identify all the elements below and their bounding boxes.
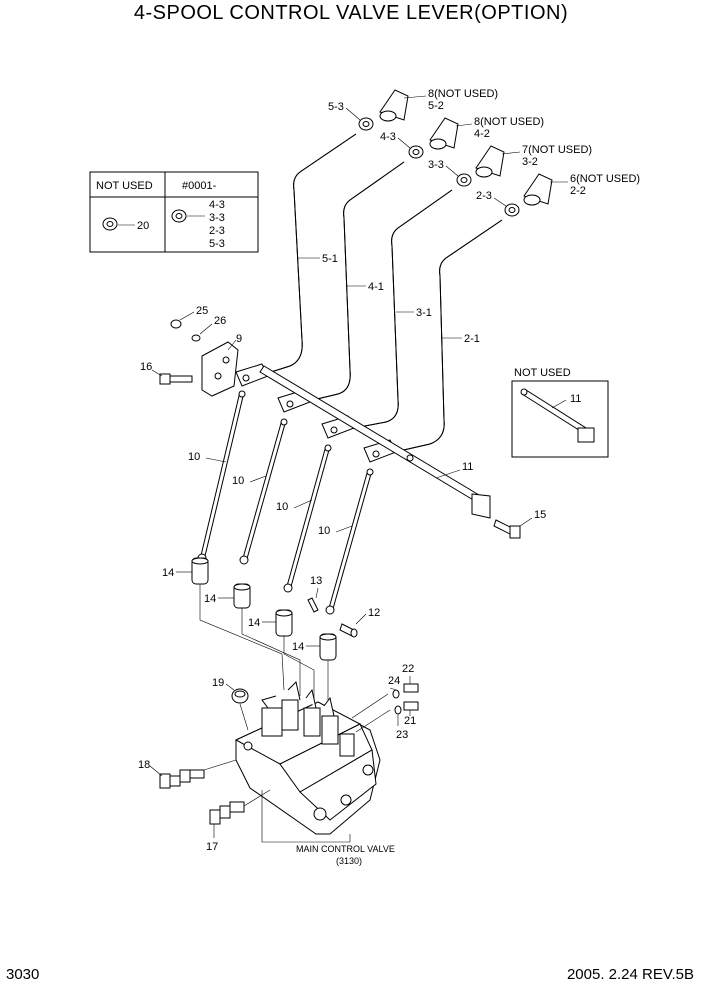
lever-shaft-icon [520,388,595,443]
rod-10-d [325,468,374,615]
o-ring-24 [392,689,400,699]
label-19: 19 [212,677,224,689]
legend-part-2-3: 2-3 [209,225,225,237]
not-used-part-11: 11 [570,393,581,405]
fitting-22 [403,683,419,693]
legend-part-5-3: 5-3 [209,238,225,250]
cap-19 [231,688,249,704]
knob-4-2 [429,117,459,150]
knob-2-2 [523,173,553,206]
label-10-a: 10 [188,451,200,463]
lever-5-1 [251,133,357,379]
label-15: 15 [534,509,546,521]
rod-10-b [239,418,288,565]
nut-icon [102,217,118,231]
boot-14-d [319,633,337,661]
label-9: 9 [236,333,242,345]
lever-3-1 [343,189,453,431]
label-11: 11 [462,461,473,473]
label-24: 24 [388,675,400,687]
label-18: 18 [138,759,150,771]
label-14-c: 14 [248,617,260,629]
label-5-1: 5-1 [322,253,338,265]
bolt-16 [159,373,193,385]
fitting-21 [403,701,419,711]
label-7-not-used: 7(NOT USED) [522,144,592,156]
lever-shaft-11 [259,365,491,519]
o-ring-23 [394,705,402,715]
label-14-d: 14 [292,641,304,653]
label-2-1: 2-1 [464,333,480,345]
label-8-not-used-b: 8(NOT USED) [474,116,544,128]
knob-3-2 [475,145,505,178]
label-8-not-used-a: 8(NOT USED) [428,88,498,100]
label-6-not-used: 6(NOT USED) [570,173,640,185]
diagram-title: 4-SPOOL CONTROL VALVE LEVER(OPTION) [133,2,569,24]
label-10-c: 10 [276,501,288,513]
main-valve-ref: (3130) [336,856,362,866]
main-valve-label: MAIN CONTROL VALVE [296,844,395,854]
nut-25 [170,319,182,329]
main-control-valve [234,681,381,835]
nut-icon [171,209,187,223]
label-23: 23 [396,729,408,741]
label-26: 26 [214,315,226,327]
boot-14-b [233,583,251,609]
nut-4-3 [408,145,424,159]
legend-col1-header: NOT USED [96,180,153,192]
page-number: 3030 [6,966,40,983]
label-3-1: 3-1 [416,307,432,319]
lever-4-1 [295,161,405,405]
nut-5-3 [358,117,374,131]
label-21: 21 [404,715,416,727]
label-10-b: 10 [232,475,244,487]
boot-14-a [191,557,209,585]
label-13: 13 [310,575,322,587]
legend-part-20: 20 [137,220,149,232]
not-used-header: NOT USED [514,367,571,379]
legend-part-4-3: 4-3 [209,199,225,211]
label-4-1: 4-1 [368,281,384,293]
label-14-b: 14 [204,593,216,605]
bolt-17 [209,801,245,825]
label-16: 16 [140,361,152,373]
legend-col2-header: #0001- [182,180,217,192]
not-used-box: NOT USED 11 [511,367,609,458]
pin-12 [339,623,358,638]
label-25: 25 [196,305,208,317]
legend-table: NOT USED #0001- 20 4-3 3-3 2-3 5-3 [89,171,259,253]
label-17: 17 [206,841,218,853]
label-2-3: 2-3 [476,190,492,202]
label-10-d: 10 [318,525,330,537]
boot-14-c [275,609,293,637]
label-5-2: 5-2 [428,100,444,112]
washer-26 [191,334,201,342]
label-2-2: 2-2 [570,185,586,197]
rod-10-c [283,444,332,593]
legend-part-3-3: 3-3 [209,212,225,224]
label-3-3: 3-3 [428,159,444,171]
label-3-2: 3-2 [522,156,538,168]
lever-2-1 [385,219,503,455]
bolt-15 [493,519,521,539]
bolt-18 [159,769,205,789]
knob-5-2 [379,89,409,122]
label-22: 22 [402,663,414,675]
label-14-a: 14 [162,567,174,579]
pin-13 [307,597,319,613]
label-4-3: 4-3 [380,131,396,143]
label-5-3: 5-3 [328,101,344,113]
label-4-2: 4-2 [474,128,490,140]
nut-3-3 [456,173,472,187]
label-12: 12 [368,607,380,619]
revision-date: 2005. 2.24 REV.5B [566,966,694,983]
nut-2-3 [504,203,520,217]
bracket-9 [201,341,239,397]
